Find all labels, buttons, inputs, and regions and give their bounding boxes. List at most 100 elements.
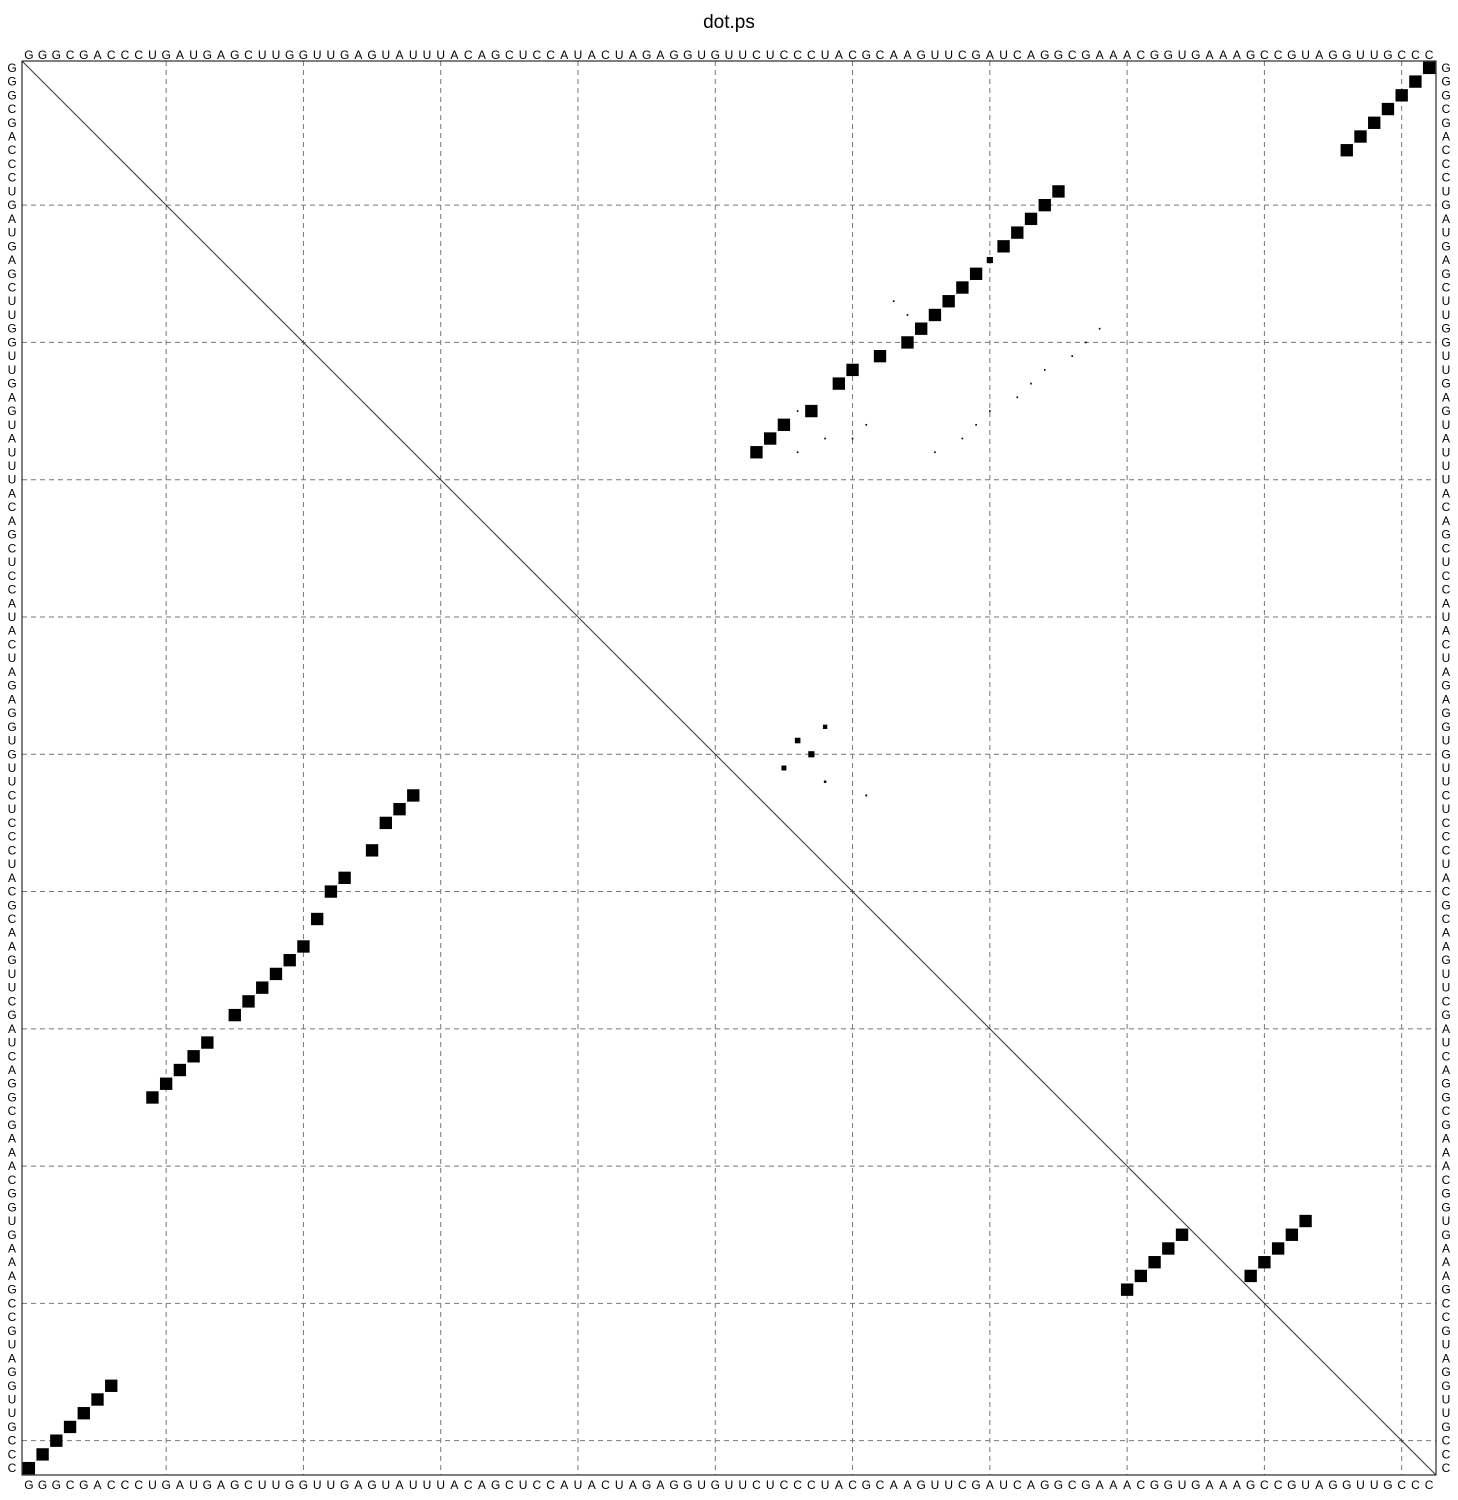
- right-sequence-label: G: [1441, 1283, 1450, 1297]
- top-sequence-label: U: [519, 48, 528, 62]
- top-sequence-label: C: [464, 48, 473, 62]
- bottom-sequence-label: G: [1287, 1478, 1296, 1492]
- right-sequence-label: G: [1441, 528, 1450, 542]
- right-sequence-label: C: [1442, 1173, 1451, 1187]
- left-sequence-label: C: [8, 500, 17, 514]
- bottom-sequence-label: G: [917, 1478, 926, 1492]
- top-sequence-label: G: [203, 48, 212, 62]
- left-sequence-label: C: [8, 788, 17, 802]
- right-sequence-label: A: [1442, 514, 1450, 528]
- top-sequence-label: G: [230, 48, 239, 62]
- left-sequence-label: G: [7, 198, 16, 212]
- pair-probability-dot: [989, 410, 991, 412]
- right-sequence-label: U: [1442, 459, 1451, 473]
- bottom-sequence-label: C: [464, 1478, 473, 1492]
- right-sequence-label: U: [1442, 761, 1451, 775]
- bottom-sequence-label: G: [1054, 1478, 1063, 1492]
- right-sequence-label: U: [1442, 445, 1451, 459]
- pair-probability-box: [1422, 61, 1436, 75]
- pair-probability-box: [997, 240, 1010, 253]
- mfe-pair-box: [393, 803, 406, 816]
- top-sequence-label: G: [1150, 48, 1159, 62]
- mfe-pair-box: [365, 844, 379, 857]
- top-sequence-label: A: [1109, 48, 1117, 62]
- left-sequence-label: C: [8, 1049, 17, 1063]
- top-sequence-label: G: [1054, 48, 1063, 62]
- right-sequence-label: G: [1441, 198, 1450, 212]
- left-sequence-label: U: [8, 1214, 17, 1228]
- right-sequence-label: A: [1442, 1159, 1450, 1173]
- mfe-pair-box: [407, 789, 420, 802]
- left-sequence-label: U: [8, 1406, 17, 1420]
- left-sequence-label: A: [8, 1351, 16, 1365]
- right-sequence-label: U: [1442, 775, 1451, 789]
- top-sequence-label: C: [134, 48, 143, 62]
- bottom-sequence-label: A: [560, 1478, 568, 1492]
- left-sequence-label: U: [8, 1036, 17, 1050]
- top-sequence-label: G: [1287, 48, 1296, 62]
- top-sequence-label: C: [244, 48, 253, 62]
- top-sequence-label: G: [491, 48, 500, 62]
- left-sequence-label: G: [7, 679, 16, 693]
- left-sequence-label: C: [8, 1104, 17, 1118]
- bottom-sequence-label: A: [1096, 1478, 1104, 1492]
- top-sequence-label: C: [1013, 48, 1022, 62]
- pair-probability-box: [750, 446, 763, 459]
- right-sequence-label: A: [1442, 1063, 1450, 1077]
- top-sequence-label: U: [313, 48, 322, 62]
- top-sequence-label: A: [903, 48, 911, 62]
- right-sequence-label: U: [1442, 226, 1451, 240]
- bottom-sequence-label: U: [766, 1478, 775, 1492]
- top-sequence-label: U: [999, 48, 1008, 62]
- left-sequence-label: G: [7, 1200, 16, 1214]
- top-sequence-label: C: [546, 48, 555, 62]
- left-sequence-label: C: [8, 1461, 17, 1475]
- right-sequence-label: U: [1442, 1392, 1451, 1406]
- right-sequence-label: U: [1442, 610, 1451, 624]
- right-sequence-label: A: [1442, 1022, 1450, 1036]
- left-sequence-label: G: [7, 747, 16, 761]
- pair-probability-box: [822, 724, 828, 729]
- bottom-sequence-label: A: [835, 1478, 843, 1492]
- right-sequence-label: G: [1441, 267, 1450, 281]
- bottom-sequence-label: G: [38, 1478, 47, 1492]
- left-sequence-label: A: [8, 432, 16, 446]
- right-sequence-label: C: [1442, 1447, 1451, 1461]
- right-sequence-label: C: [1442, 281, 1451, 295]
- mfe-pair-box: [338, 871, 351, 885]
- mfe-pair-box: [297, 940, 310, 953]
- bottom-sequence-label: A: [890, 1478, 898, 1492]
- top-sequence-label: U: [1356, 48, 1365, 62]
- pair-probability-dot: [975, 423, 977, 426]
- left-sequence-label: G: [7, 88, 16, 102]
- bottom-sequence-label: U: [1370, 1478, 1379, 1492]
- left-sequence-label: C: [8, 1447, 17, 1461]
- top-sequence-label: C: [532, 48, 541, 62]
- bottom-sequence-label: A: [450, 1478, 458, 1492]
- top-sequence-label: A: [217, 48, 225, 62]
- top-sequence-label: U: [148, 48, 157, 62]
- left-sequence-label: G: [7, 1379, 16, 1393]
- pair-probability-box: [1271, 1242, 1285, 1255]
- left-sequence-label: G: [7, 898, 16, 912]
- bottom-sequence-label: G: [1191, 1478, 1200, 1492]
- right-sequence-label: C: [1442, 816, 1451, 830]
- bottom-sequence-label: C: [66, 1478, 75, 1492]
- right-sequence-label: U: [1442, 802, 1451, 816]
- right-sequence-label: A: [1442, 1351, 1450, 1365]
- left-sequence-label: A: [8, 1255, 16, 1269]
- right-sequence-label: U: [1442, 349, 1451, 363]
- bottom-sequence-label: U: [313, 1478, 322, 1492]
- right-sequence-label: G: [1441, 706, 1450, 720]
- left-sequence-label: A: [8, 665, 16, 679]
- top-sequence-label: U: [327, 48, 336, 62]
- left-sequence-label: A: [8, 130, 16, 144]
- bottom-sequence-label: C: [1397, 1478, 1406, 1492]
- bottom-sequence-label: C: [780, 1478, 789, 1492]
- bottom-sequence-label: A: [1315, 1478, 1323, 1492]
- top-sequence-label: C: [601, 48, 610, 62]
- right-sequence-label: G: [1441, 322, 1450, 336]
- pair-probability-box: [846, 363, 859, 377]
- left-sequence-label: C: [8, 843, 17, 857]
- top-sequence-label: C: [1397, 48, 1406, 62]
